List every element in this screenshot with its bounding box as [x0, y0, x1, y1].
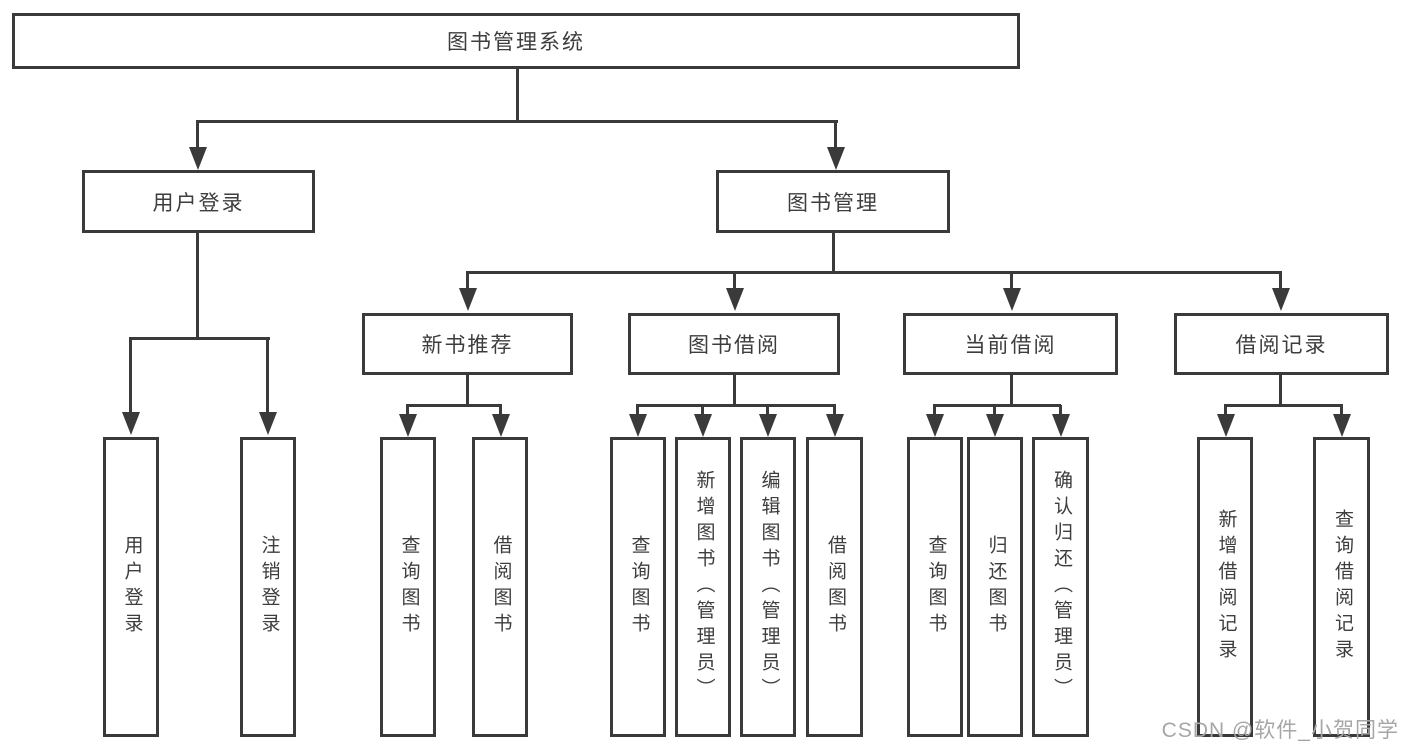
arrow-down-icon — [1010, 272, 1013, 288]
node-borrowing-records: 借阅记录 — [1174, 313, 1389, 375]
leaf-query-books-borrowing: 查询图书 — [610, 437, 666, 737]
connector-rail — [466, 271, 1282, 274]
arrow-down-icon — [1059, 405, 1062, 414]
node-label: 图书管理系统 — [447, 31, 585, 54]
leaf-label: 查询借阅记录 — [1331, 509, 1353, 665]
node-book-borrowing: 图书借阅 — [628, 313, 840, 375]
connector-rail — [196, 120, 838, 123]
leaf-confirm-return-admin: 确认归还（管理员） — [1032, 437, 1089, 737]
leaf-query-books-recommend: 查询图书 — [380, 437, 436, 737]
connector-stem — [1279, 374, 1282, 407]
arrow-down-icon — [993, 405, 996, 414]
leaf-query-borrow-record: 查询借阅记录 — [1313, 437, 1370, 737]
leaf-borrow-books: 借阅图书 — [806, 437, 863, 737]
csdn-watermark: CSDN @软件_小贺同学 — [1161, 719, 1399, 742]
arrow-down-icon — [933, 405, 936, 414]
leaf-add-borrow-record: 新增借阅记录 — [1197, 437, 1253, 737]
leaf-label: 查询图书 — [925, 535, 947, 639]
leaf-label: 查询图书 — [398, 535, 420, 639]
leaf-label: 查询图书 — [628, 535, 650, 639]
arrow-down-icon — [766, 405, 769, 414]
leaf-label: 归还图书 — [985, 535, 1007, 639]
connector-rail — [1224, 404, 1343, 407]
arrow-down-icon — [833, 405, 836, 414]
arrow-down-icon — [1340, 405, 1343, 414]
connector-rail — [933, 404, 1061, 407]
connector-stem — [733, 374, 736, 407]
leaf-label: 确认归还（管理员） — [1050, 470, 1072, 704]
arrow-down-icon — [636, 405, 639, 414]
connector-stem — [832, 232, 835, 274]
arrow-down-icon — [266, 338, 269, 412]
leaf-add-books-admin: 新增图书（管理员） — [675, 437, 731, 737]
leaf-user-login: 用户登录 — [103, 437, 159, 737]
arrow-down-icon — [701, 405, 704, 414]
node-label: 图书管理 — [787, 191, 879, 215]
leaf-label: 借阅图书 — [490, 535, 512, 639]
node-label: 图书借阅 — [688, 334, 780, 357]
node-label: 借阅记录 — [1235, 334, 1328, 357]
leaf-return-books: 归还图书 — [967, 437, 1023, 737]
leaf-borrow-books-recommend: 借阅图书 — [472, 437, 528, 737]
arrow-down-icon — [406, 405, 409, 414]
arrow-down-icon — [1224, 405, 1227, 414]
leaf-label: 注销登录 — [258, 535, 280, 639]
connector-stem — [1010, 374, 1013, 407]
node-label: 新书推荐 — [421, 334, 514, 357]
leaf-edit-books-admin: 编辑图书（管理员） — [740, 437, 796, 737]
leaf-label: 新增图书（管理员） — [693, 470, 715, 704]
node-user-login: 用户登录 — [82, 170, 315, 233]
connector-rail — [636, 404, 836, 407]
arrow-down-icon — [466, 272, 469, 288]
node-book-management-system: 图书管理系统 — [12, 13, 1020, 69]
leaf-query-books-current: 查询图书 — [907, 437, 963, 737]
arrow-down-icon — [129, 338, 132, 412]
arrow-down-icon — [499, 405, 502, 414]
leaf-label: 借阅图书 — [824, 535, 846, 639]
leaf-label: 新增借阅记录 — [1215, 509, 1237, 665]
arrow-down-icon — [834, 121, 837, 147]
node-label: 当前借阅 — [964, 334, 1057, 357]
arrow-down-icon — [196, 121, 199, 147]
connector-rail — [129, 337, 270, 340]
arrow-down-icon — [1279, 272, 1282, 288]
leaf-label: 编辑图书（管理员） — [758, 470, 780, 704]
leaf-label: 用户登录 — [121, 535, 143, 639]
leaf-logout: 注销登录 — [240, 437, 296, 737]
node-book-management: 图书管理 — [716, 170, 950, 233]
connector-stem — [466, 374, 469, 407]
connector-stem — [196, 232, 199, 340]
node-label: 用户登录 — [152, 191, 245, 215]
node-new-book-recommendation: 新书推荐 — [362, 313, 573, 375]
arrow-down-icon — [733, 272, 736, 288]
connector-rail — [406, 404, 502, 407]
node-current-borrowing: 当前借阅 — [903, 313, 1118, 375]
connector-stem — [516, 68, 519, 123]
